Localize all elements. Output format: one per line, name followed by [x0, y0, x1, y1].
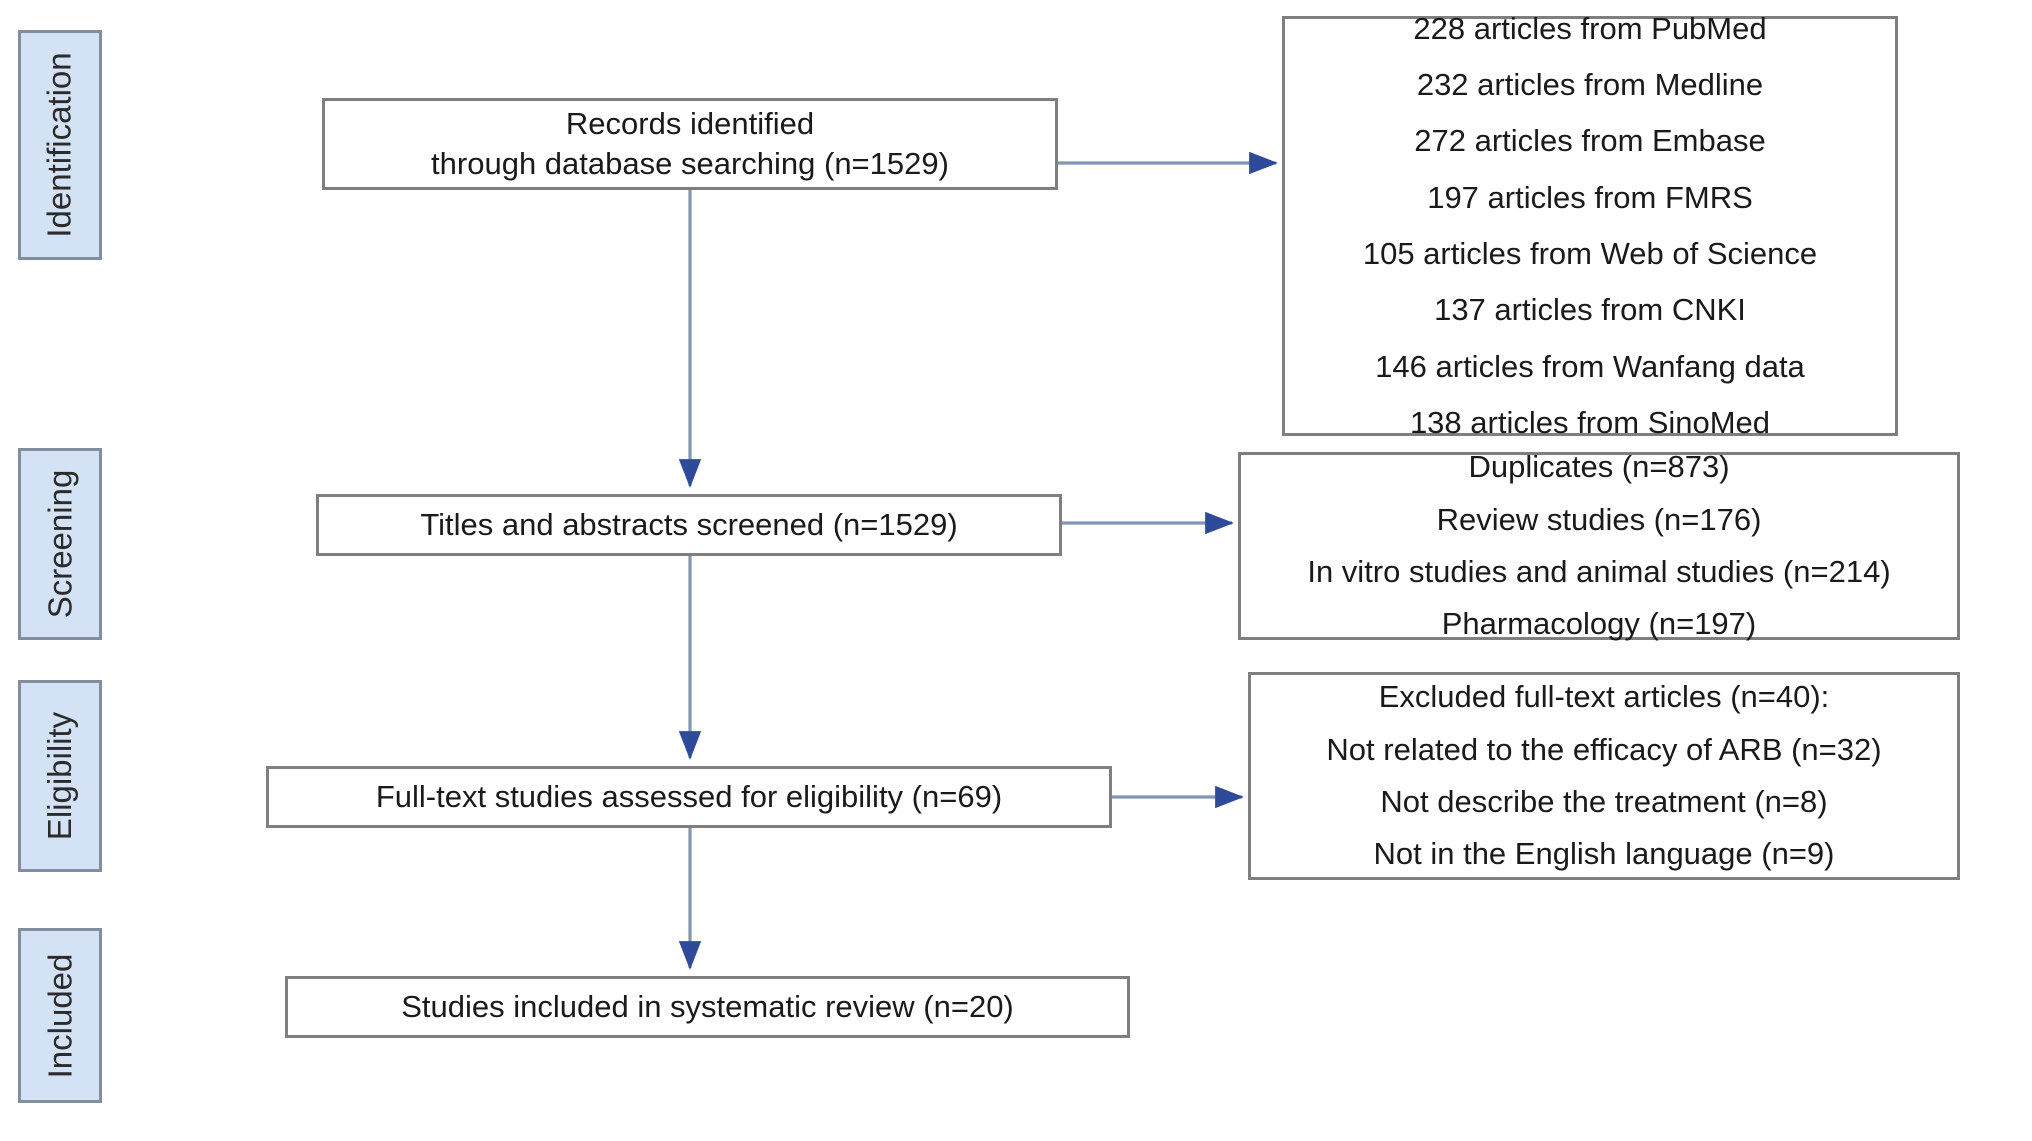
- fulltext-assessed-line-1: Full-text studies assessed for eligibili…: [375, 778, 1003, 814]
- records-identified-line-1: Records identified: [565, 105, 815, 141]
- box-fulltext-assessed: Full-text studies assessed for eligibili…: [266, 766, 1112, 828]
- eligibility-exclusion-line: Not related to the efficacy of ARB (n=32…: [1326, 731, 1882, 767]
- box-records-identified: Records identified through database sear…: [322, 98, 1058, 190]
- box-database-sources: 228 articles from PubMed 232 articles fr…: [1282, 11, 1898, 440]
- eligibility-exclusion-line: Not in the English language (n=9): [1373, 836, 1835, 872]
- eligibility-exclusion-line: Not describe the treatment (n=8): [1380, 784, 1828, 819]
- titles-abstracts-screened-line-1: Titles and abstracts screened (n=1529): [420, 506, 958, 542]
- source-line: 228 articles from PubMed: [1413, 10, 1767, 46]
- box-eligibility-exclusions: Excluded full-text articles (n=40): Not …: [1248, 672, 1960, 880]
- screening-exclusion-line: In vitro studies and animal studies (n=2…: [1307, 554, 1891, 589]
- box-studies-included: Studies included in systematic review (n…: [285, 976, 1130, 1038]
- stage-chip-screening: Screening: [18, 448, 102, 640]
- stage-chip-identification: Identification: [18, 30, 102, 260]
- records-identified-line-2: through database searching (n=1529): [431, 146, 949, 181]
- source-line: 105 articles from Web of Science: [1362, 236, 1818, 271]
- source-line: 272 articles from Embase: [1414, 123, 1766, 159]
- screening-exclusion-line: Duplicates (n=873): [1468, 449, 1730, 485]
- box-screening-exclusions: Duplicates (n=873) Review studies (n=176…: [1238, 449, 1960, 641]
- screening-exclusion-line: Pharmacology (n=197): [1441, 606, 1757, 642]
- stage-chip-eligibility: Eligibility: [18, 680, 102, 872]
- eligibility-exclusion-line: Excluded full-text articles (n=40):: [1378, 679, 1830, 715]
- source-line: 146 articles from Wanfang data: [1375, 348, 1805, 384]
- studies-included-line-1: Studies included in systematic review (n…: [401, 988, 1014, 1024]
- stage-chip-included: Included: [18, 928, 102, 1103]
- source-line: 138 articles from SinoMed: [1409, 404, 1771, 440]
- screening-exclusion-line: Review studies (n=176): [1436, 501, 1762, 537]
- source-line: 232 articles from Medline: [1416, 67, 1764, 103]
- source-line: 137 articles from CNKI: [1434, 292, 1746, 328]
- source-line: 197 articles from FMRS: [1427, 179, 1753, 215]
- box-titles-abstracts-screened: Titles and abstracts screened (n=1529): [316, 494, 1062, 556]
